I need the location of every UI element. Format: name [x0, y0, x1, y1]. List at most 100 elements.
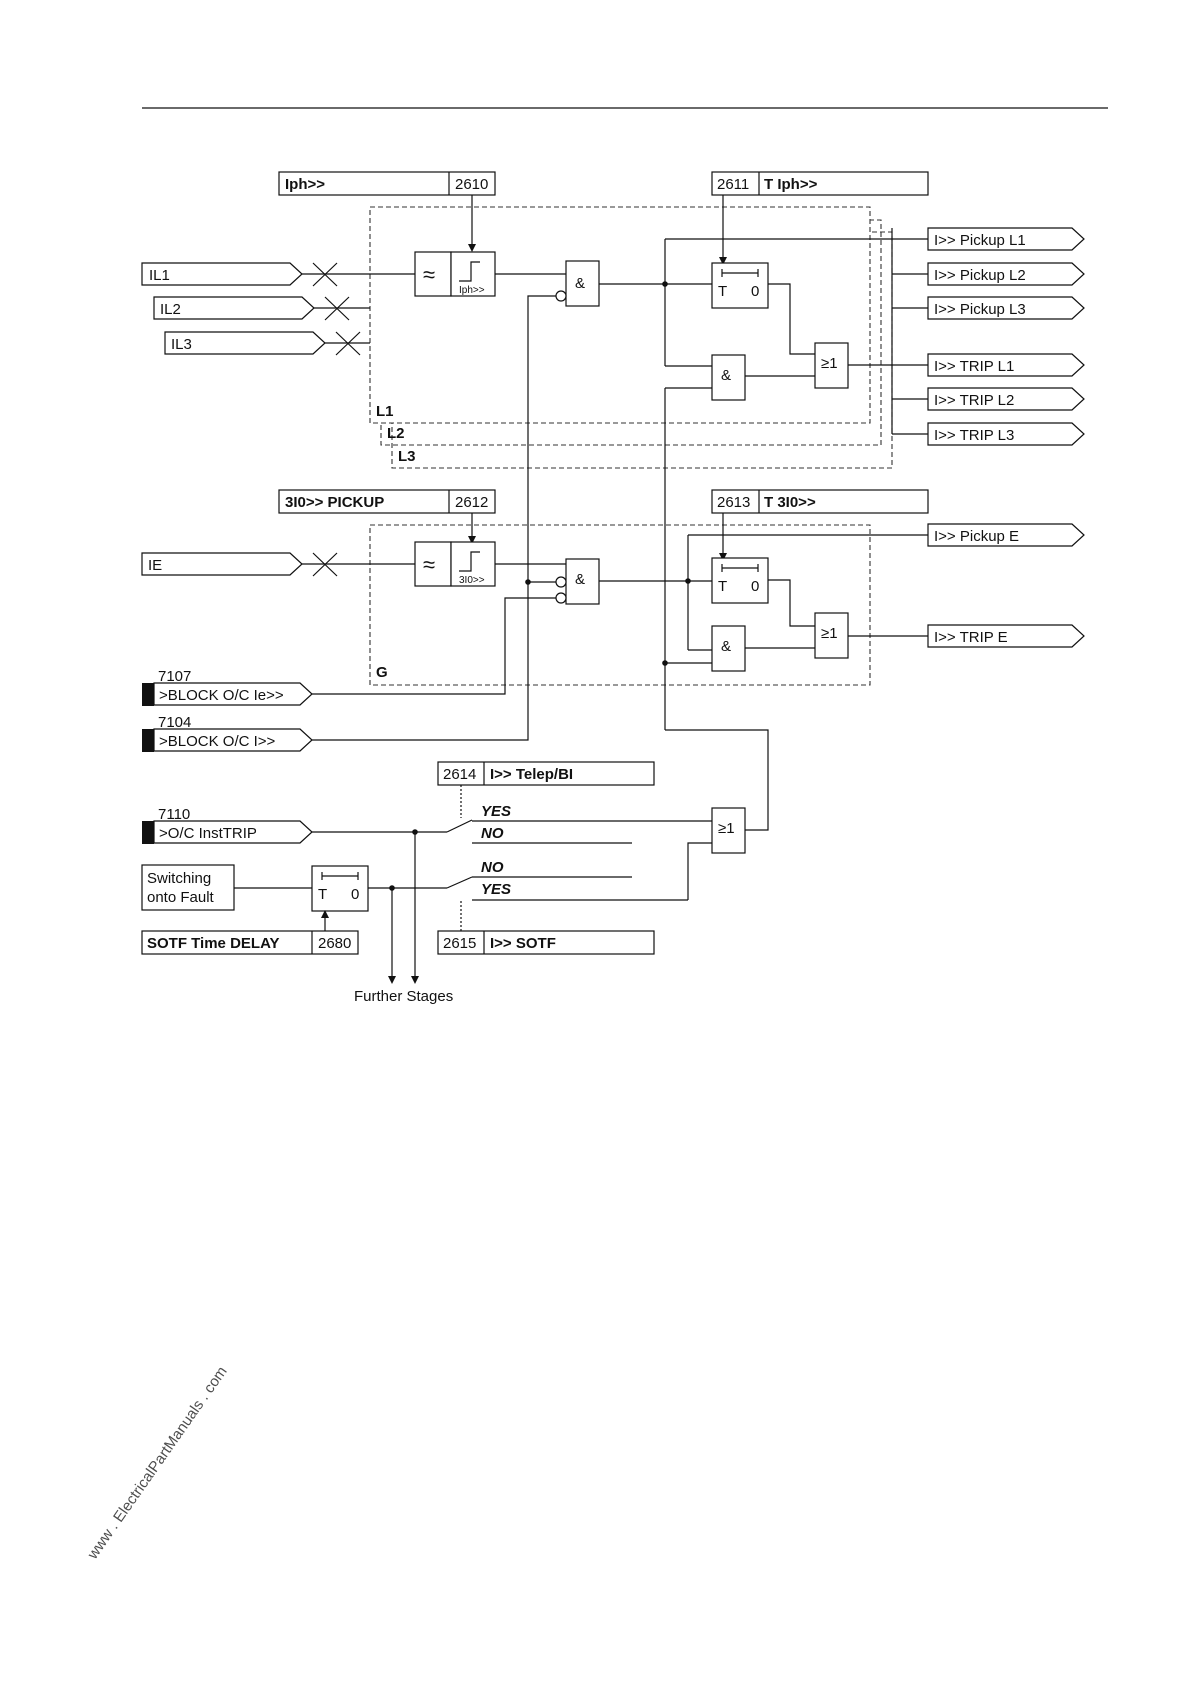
svg-text:≈: ≈ — [423, 262, 435, 287]
switch-2615-yes: YES — [481, 881, 511, 898]
output-pickup-l1: I>> Pickup L1 — [927, 227, 1085, 251]
input-block-i: 7104 >BLOCK O/C I>> — [142, 714, 313, 752]
cross-ie — [312, 552, 338, 577]
svg-text:>BLOCK O/C Ie>>: >BLOCK O/C Ie>> — [159, 687, 284, 704]
param-2611: 2611 T Iph>> — [711, 171, 929, 196]
cross-il1 — [312, 262, 338, 287]
svg-text:onto Fault: onto Fault — [147, 889, 215, 906]
svg-text:0: 0 — [751, 283, 759, 300]
timer-phase: T 0 — [711, 262, 769, 309]
switch-2614-yes: YES — [481, 803, 511, 820]
param-2680: SOTF Time DELAY 2680 — [141, 930, 359, 955]
svg-text:T 3I0>>: T 3I0>> — [764, 494, 816, 511]
output-trip-e: I>> TRIP E — [927, 624, 1085, 648]
output-trip-l1: I>> TRIP L1 — [927, 353, 1085, 377]
svg-text:&: & — [721, 367, 731, 384]
svg-text:I>> Pickup E: I>> Pickup E — [934, 528, 1019, 545]
svg-text:I>> SOTF: I>> SOTF — [490, 935, 556, 952]
param-2610: Iph>> 2610 — [278, 171, 496, 196]
timer-sotf: T 0 — [311, 865, 369, 912]
svg-text:I>> Pickup L3: I>> Pickup L3 — [934, 301, 1026, 318]
svg-text:IL1: IL1 — [149, 267, 170, 284]
svg-text:Iph>>: Iph>> — [459, 285, 485, 296]
svg-text:2610: 2610 — [455, 176, 488, 193]
and-gate-ground: & — [555, 558, 600, 605]
svg-text:2612: 2612 — [455, 494, 488, 511]
svg-text:7110: 7110 — [158, 806, 190, 823]
svg-text:IE: IE — [148, 557, 162, 574]
svg-text:≈: ≈ — [423, 552, 435, 577]
svg-text:IL2: IL2 — [160, 301, 181, 318]
svg-text:I>> Telep/BI: I>> Telep/BI — [490, 766, 573, 783]
svg-text:2614: 2614 — [443, 766, 476, 783]
svg-text:Iph>>: Iph>> — [285, 176, 325, 193]
svg-text:&: & — [575, 571, 585, 588]
svg-text:T Iph>>: T Iph>> — [764, 176, 818, 193]
svg-text:IL3: IL3 — [171, 336, 192, 353]
or-gate-ground: ≥1 — [814, 612, 849, 659]
svg-text:I>> Pickup L2: I>> Pickup L2 — [934, 267, 1026, 284]
filter-block-phase: ≈ — [414, 251, 452, 297]
svg-text:T: T — [318, 886, 327, 903]
svg-text:2613: 2613 — [717, 494, 750, 511]
svg-text:≥1: ≥1 — [821, 625, 838, 642]
svg-text:&: & — [575, 275, 585, 292]
svg-text:SOTF Time DELAY: SOTF Time DELAY — [147, 935, 280, 952]
svg-text:≥1: ≥1 — [718, 820, 735, 837]
output-trip-l3: I>> TRIP L3 — [927, 422, 1085, 446]
or-gate-phase: ≥1 — [814, 342, 849, 389]
svg-text:&: & — [721, 638, 731, 655]
phase-label-l2: L2 — [387, 425, 405, 442]
param-2613: 2613 T 3I0>> — [711, 489, 929, 514]
input-switching-onto-fault: Switching onto Fault — [141, 864, 235, 911]
param-2615: 2615 I>> SOTF — [437, 930, 655, 955]
and-gate-phase-2: & — [711, 354, 746, 401]
frame-l1 — [369, 206, 871, 424]
timer-ground: T 0 — [711, 557, 769, 604]
output-pickup-l3: I>> Pickup L3 — [927, 296, 1085, 320]
cross-il2 — [324, 296, 350, 321]
and-gate-phase: & — [555, 260, 600, 307]
switch-2615-no: NO — [481, 859, 504, 876]
param-2614: 2614 I>> Telep/BI — [437, 761, 655, 786]
svg-text:2611: 2611 — [717, 176, 749, 193]
param-2612: 3I0>> PICKUP 2612 — [278, 489, 496, 514]
frame-g — [369, 524, 871, 686]
svg-text:2680: 2680 — [318, 935, 351, 952]
svg-text:I>> TRIP L1: I>> TRIP L1 — [934, 358, 1014, 375]
input-il1: IL1 — [141, 262, 303, 286]
svg-text:3I0>> PICKUP: 3I0>> PICKUP — [285, 494, 384, 511]
input-il3: IL3 — [164, 331, 326, 355]
input-insttrip: 7110 >O/C InstTRIP — [142, 806, 313, 844]
output-pickup-e: I>> Pickup E — [927, 523, 1085, 547]
svg-text:Switching: Switching — [147, 870, 211, 887]
svg-text:I>> TRIP L2: I>> TRIP L2 — [934, 392, 1014, 409]
and-gate-ground-2: & — [711, 625, 746, 672]
svg-text:I>> TRIP E: I>> TRIP E — [934, 629, 1008, 646]
output-pickup-l2: I>> Pickup L2 — [927, 262, 1085, 286]
input-il2: IL2 — [153, 296, 315, 320]
threshold-block-ground: 3I0>> — [450, 541, 496, 587]
svg-text:≥1: ≥1 — [821, 355, 838, 372]
svg-text:3I0>>: 3I0>> — [459, 575, 485, 586]
svg-text:T: T — [718, 578, 727, 595]
switch-2614-no: NO — [481, 825, 504, 842]
phase-label-l1: L1 — [376, 403, 394, 420]
phase-label-l3: L3 — [398, 448, 416, 465]
cross-il3 — [335, 331, 361, 356]
ground-label: G — [376, 664, 388, 681]
svg-text:2615: 2615 — [443, 935, 476, 952]
svg-text:>BLOCK O/C I>>: >BLOCK O/C I>> — [159, 733, 276, 750]
further-stages-label: Further Stages — [354, 988, 453, 1005]
threshold-block-phase: Iph>> — [450, 251, 496, 297]
output-trip-l2: I>> TRIP L2 — [927, 387, 1085, 411]
svg-text:I>> TRIP L3: I>> TRIP L3 — [934, 427, 1014, 444]
svg-text:7104: 7104 — [158, 714, 191, 731]
watermark: www . ElectricalPartManuals . com — [84, 1363, 231, 1563]
input-ie: IE — [141, 552, 303, 576]
svg-text:7107: 7107 — [158, 668, 191, 685]
svg-text:I>> Pickup L1: I>> Pickup L1 — [934, 232, 1026, 249]
input-block-ie: 7107 >BLOCK O/C Ie>> — [142, 668, 313, 706]
or-gate-final: ≥1 — [711, 807, 746, 854]
svg-text:>O/C InstTRIP: >O/C InstTRIP — [159, 825, 257, 842]
